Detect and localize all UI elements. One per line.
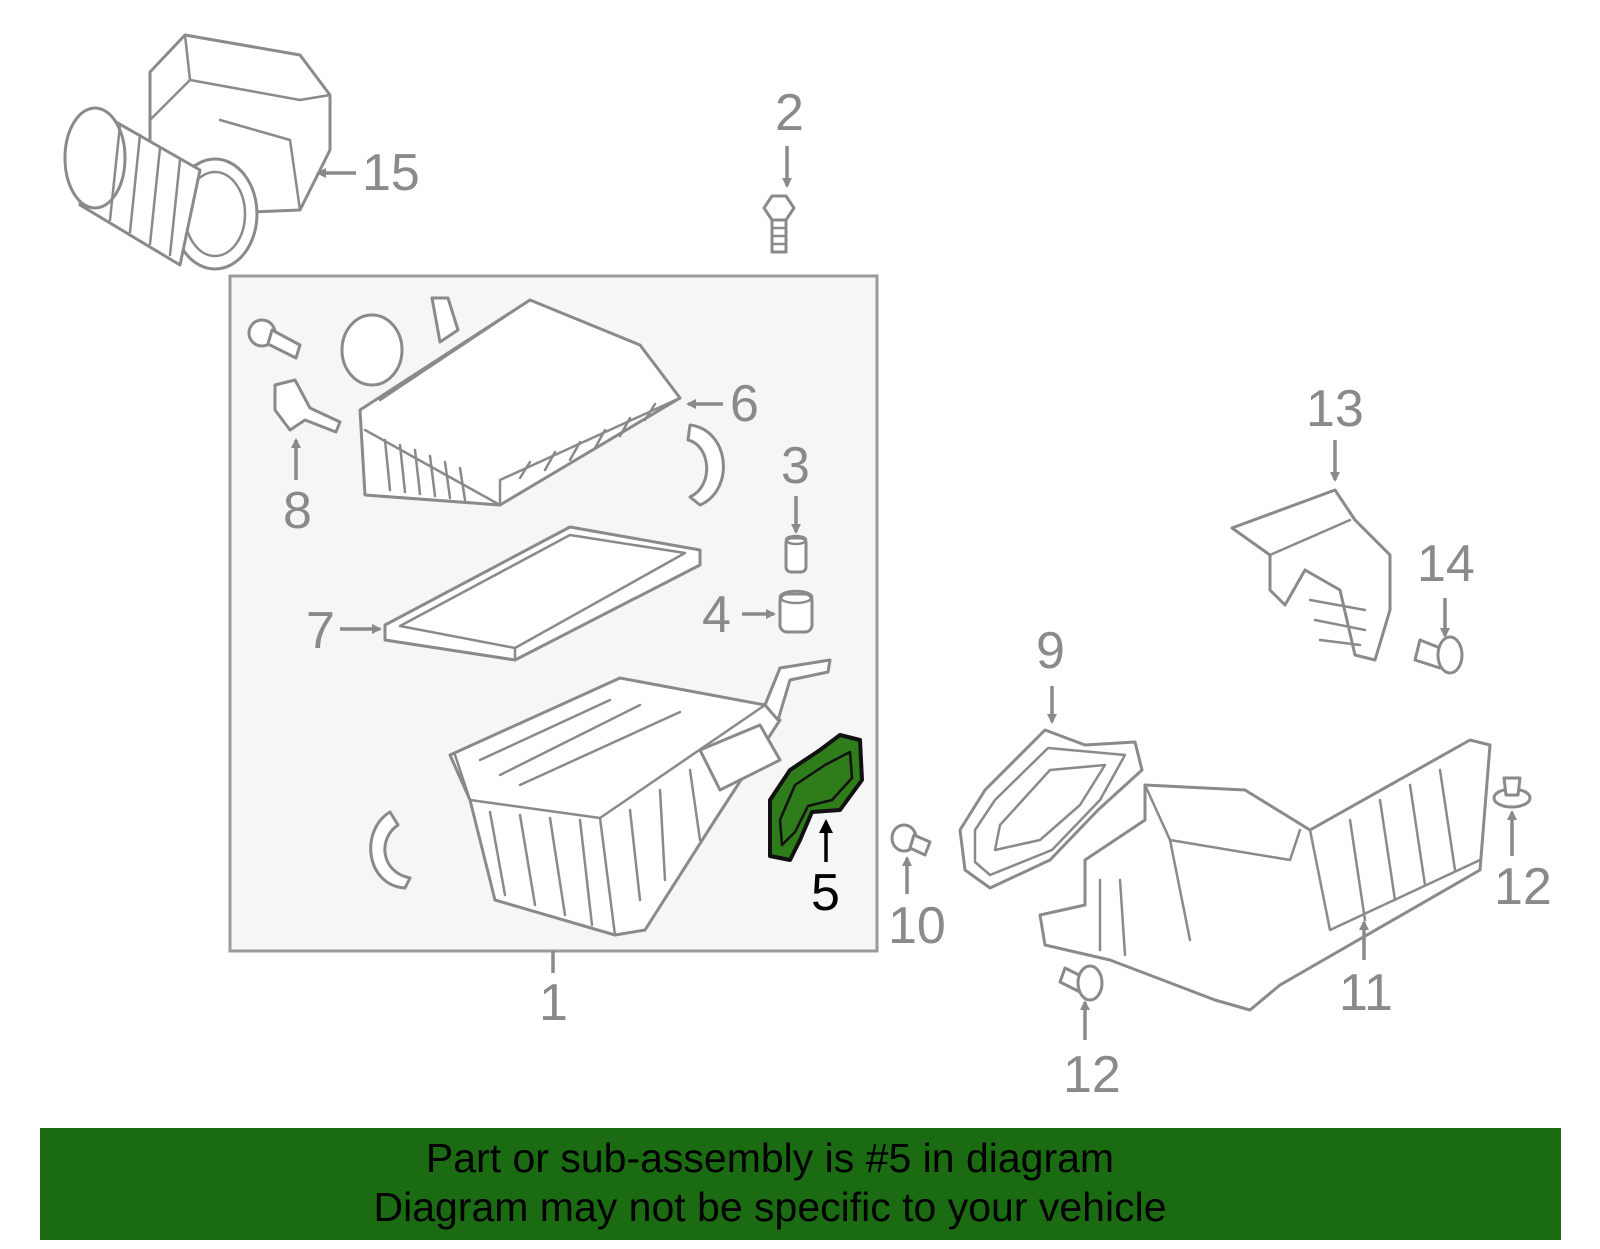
part-11-resonator[interactable] bbox=[1038, 738, 1492, 1012]
part-3-grommet[interactable] bbox=[784, 534, 808, 574]
part-2-bolt[interactable] bbox=[762, 194, 796, 254]
part-4-bushing[interactable] bbox=[778, 589, 814, 634]
callout-9: 9 bbox=[1036, 622, 1065, 680]
callout-4: 4 bbox=[702, 586, 731, 644]
callout-8: 8 bbox=[283, 482, 312, 540]
callout-12a: 12 bbox=[1494, 858, 1552, 916]
callout-11: 11 bbox=[1339, 964, 1393, 1022]
callout-15: 15 bbox=[362, 144, 420, 202]
banner-line-1: Part or sub-assembly is #5 in diagram bbox=[425, 1135, 1115, 1181]
clip-lower bbox=[369, 810, 412, 890]
part-6-upper-housing[interactable] bbox=[340, 296, 682, 507]
part-12-clip-right[interactable] bbox=[1492, 776, 1532, 809]
part-9-seal[interactable] bbox=[958, 728, 1144, 890]
callout-10: 10 bbox=[888, 897, 946, 955]
part-7-air-filter[interactable] bbox=[383, 525, 702, 662]
part-12-clip-bottom[interactable] bbox=[1058, 964, 1104, 1002]
callout-7: 7 bbox=[306, 602, 335, 660]
clip-upper bbox=[686, 423, 725, 507]
callout-1: 1 bbox=[539, 974, 568, 1032]
part-14-clip[interactable] bbox=[1413, 635, 1464, 675]
callout-6: 6 bbox=[730, 375, 759, 433]
part-5-seal-highlighted[interactable] bbox=[768, 733, 864, 862]
callout-13: 13 bbox=[1306, 380, 1364, 438]
callout-2: 2 bbox=[775, 84, 804, 142]
callout-12b: 12 bbox=[1063, 1046, 1121, 1104]
part-10-clip[interactable] bbox=[890, 823, 932, 857]
banner-line-2: Diagram may not be specific to your vehi… bbox=[373, 1184, 1167, 1230]
part-13-duct[interactable] bbox=[1230, 488, 1392, 662]
part-1-lower-housing[interactable] bbox=[448, 658, 832, 937]
callout-5: 5 bbox=[811, 864, 840, 922]
info-banner: Part or sub-assembly is #5 in diagram Di… bbox=[40, 1128, 1561, 1240]
callout-14: 14 bbox=[1417, 535, 1475, 593]
part-8-sensor[interactable] bbox=[247, 318, 342, 434]
part-15-intake-duct[interactable] bbox=[63, 33, 332, 271]
callout-3: 3 bbox=[781, 437, 810, 495]
